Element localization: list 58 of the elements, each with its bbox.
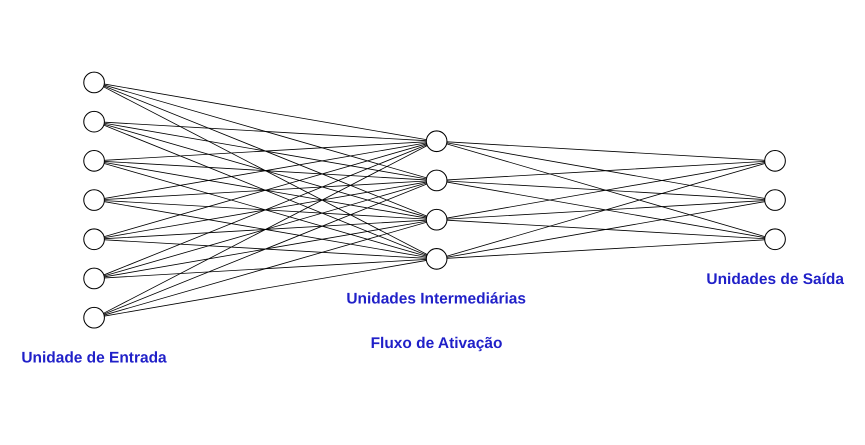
connector bbox=[104, 160, 426, 180]
connector bbox=[104, 143, 428, 238]
node-circle bbox=[426, 248, 448, 270]
node-circle bbox=[83, 110, 105, 132]
connector bbox=[104, 84, 427, 140]
connector bbox=[103, 145, 428, 314]
connector bbox=[104, 142, 427, 199]
connector bbox=[103, 86, 428, 255]
connector bbox=[104, 259, 426, 278]
node-circle bbox=[764, 228, 786, 250]
connector bbox=[104, 200, 426, 220]
node-circle bbox=[426, 208, 448, 230]
connector bbox=[446, 162, 765, 218]
connector bbox=[104, 182, 428, 276]
connector bbox=[446, 160, 765, 180]
node-circle bbox=[83, 268, 105, 290]
connector bbox=[104, 260, 427, 316]
label: Unidades de Saída bbox=[706, 271, 844, 288]
connector bbox=[104, 182, 427, 238]
node-circle bbox=[426, 130, 448, 152]
node-circle bbox=[764, 189, 786, 211]
connector bbox=[103, 144, 428, 276]
connector bbox=[446, 142, 765, 199]
label: Fluxo de Ativação bbox=[370, 335, 502, 352]
connector bbox=[104, 122, 427, 180]
connector bbox=[446, 201, 765, 258]
connector bbox=[446, 163, 766, 257]
connector bbox=[446, 182, 765, 238]
node-circle bbox=[426, 170, 448, 192]
connector bbox=[103, 86, 428, 217]
connector bbox=[104, 239, 426, 259]
connector bbox=[104, 162, 427, 218]
connector bbox=[446, 141, 765, 161]
connector bbox=[104, 222, 428, 316]
connector bbox=[446, 180, 765, 200]
node-circle bbox=[764, 150, 786, 172]
connector bbox=[103, 124, 428, 256]
connector bbox=[104, 141, 426, 161]
node-circle bbox=[83, 228, 105, 250]
connector bbox=[446, 220, 765, 240]
node-circle bbox=[83, 150, 105, 172]
connector bbox=[104, 84, 428, 178]
connector bbox=[446, 200, 765, 220]
node-circle bbox=[83, 72, 105, 94]
connector bbox=[103, 184, 428, 315]
connector bbox=[104, 180, 426, 200]
connector bbox=[104, 220, 427, 278]
connector bbox=[104, 163, 428, 257]
node-circle bbox=[83, 189, 105, 211]
label: Unidades Intermediárias bbox=[346, 290, 526, 308]
connector bbox=[446, 143, 766, 237]
node-circle bbox=[83, 306, 105, 328]
label: Unidade de Entrada bbox=[21, 350, 167, 367]
connector bbox=[104, 220, 426, 240]
connector bbox=[104, 201, 427, 258]
connector bbox=[104, 122, 426, 142]
connector bbox=[104, 124, 428, 218]
connector bbox=[446, 239, 765, 259]
